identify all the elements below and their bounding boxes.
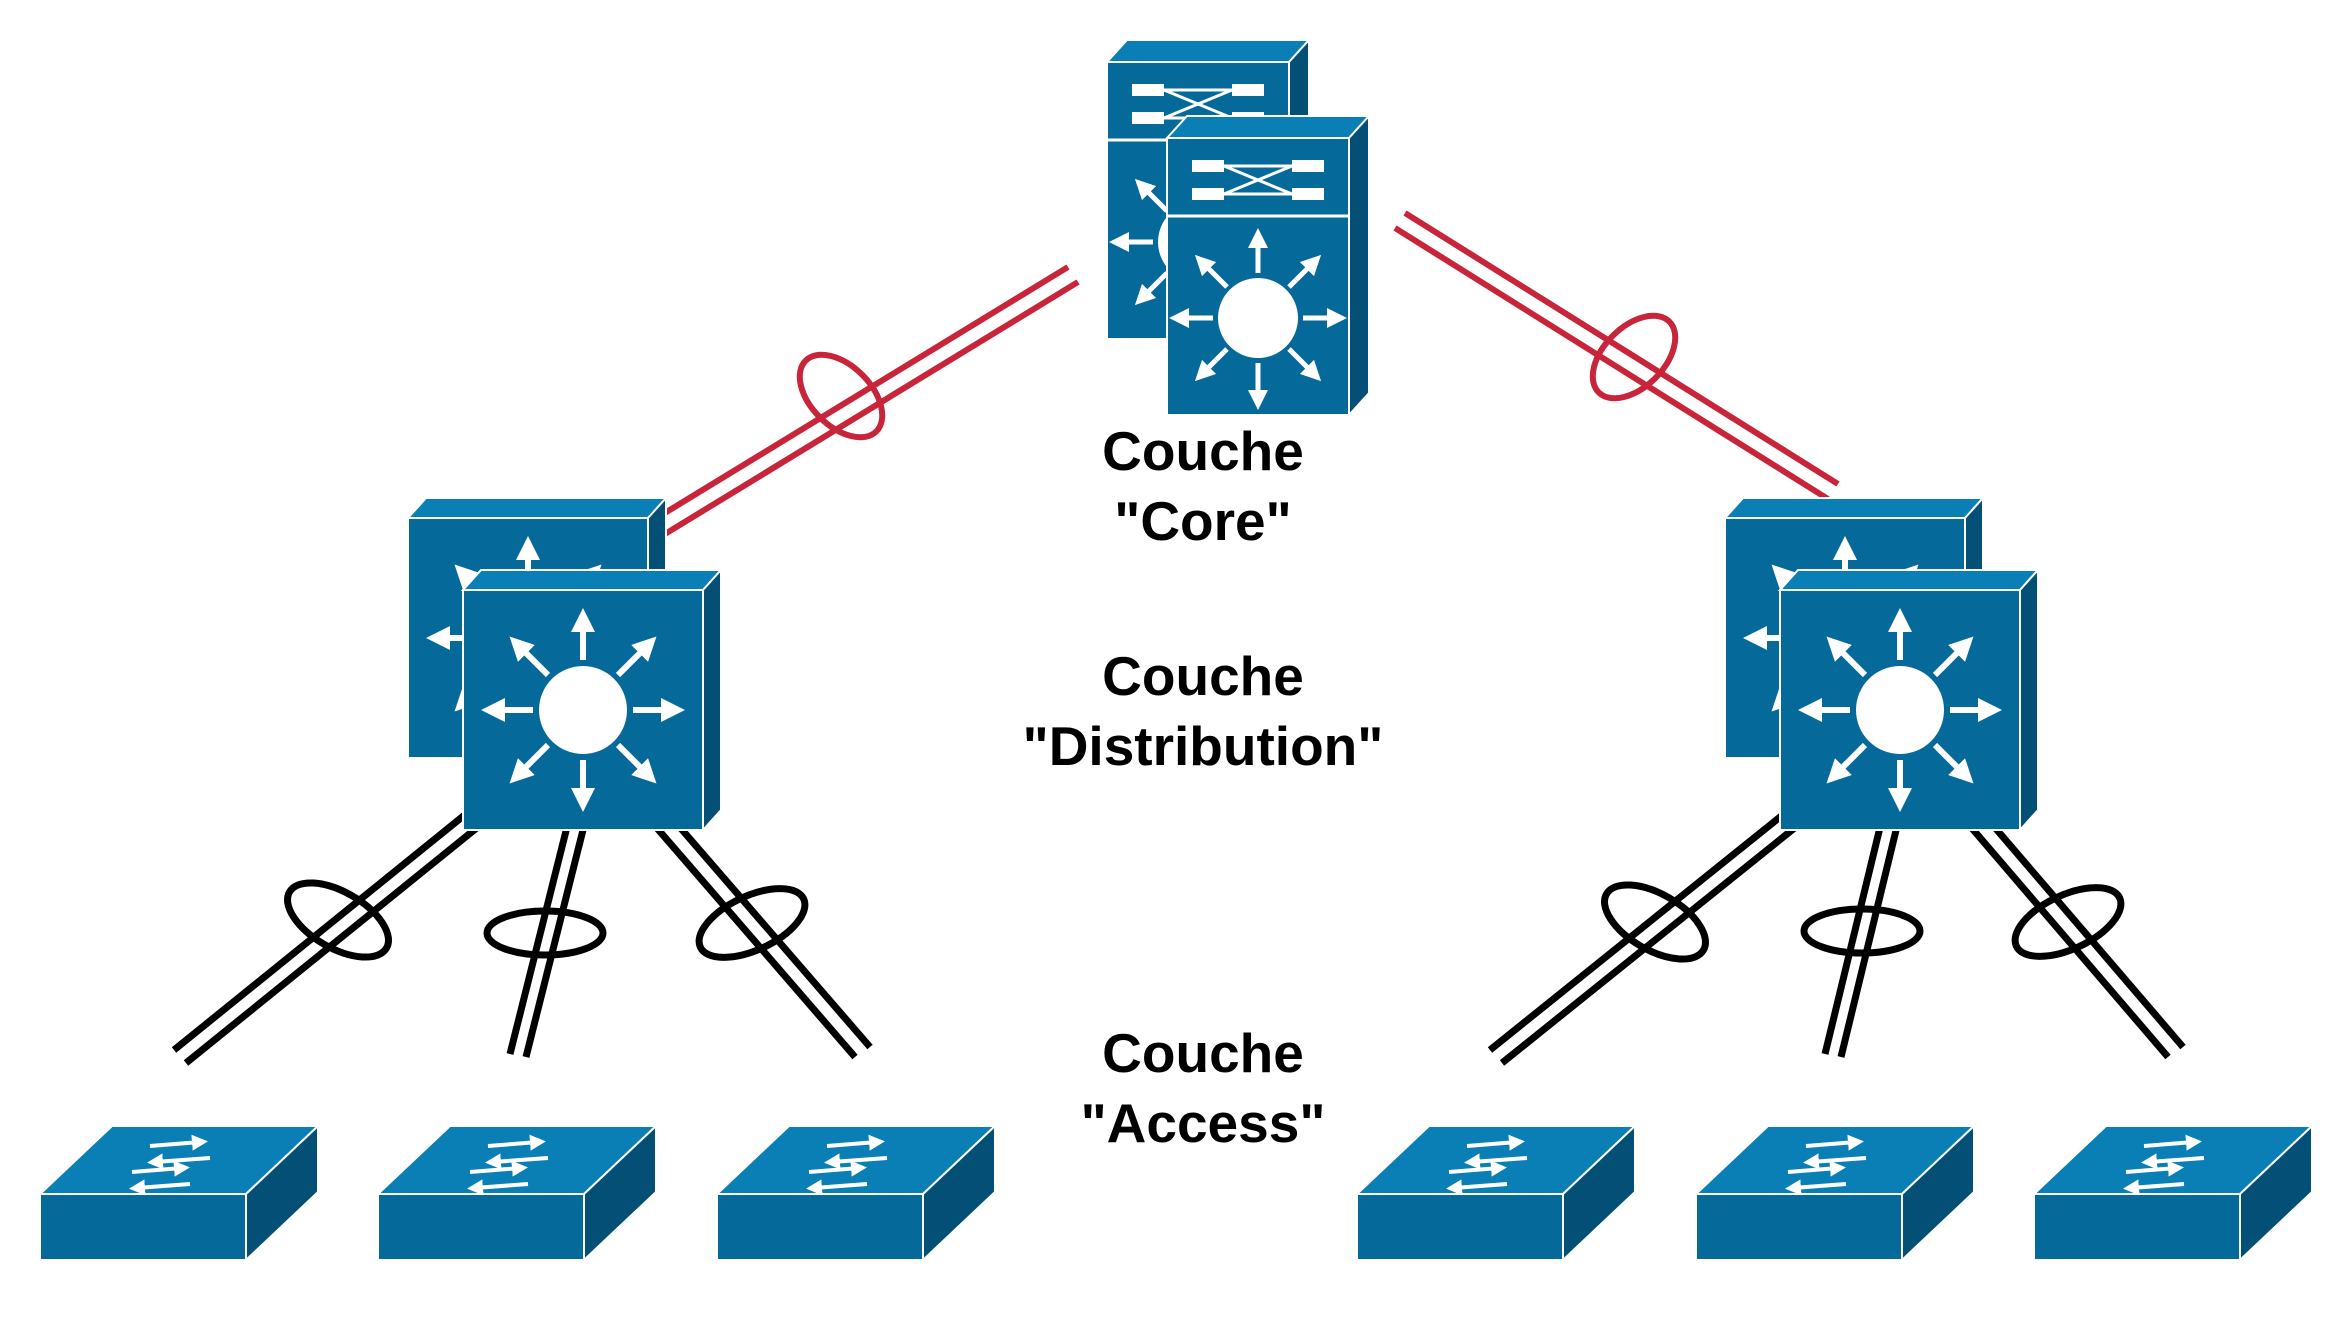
layer-label-access-line1: Couche: [1102, 1022, 1304, 1084]
etherchannel-ellipse-icon: [1601, 881, 1709, 963]
dist-left-to-access-1: [171, 802, 492, 1066]
access-4: [1357, 1126, 1635, 1260]
etherchannel-ellipse-icon: [2011, 884, 2125, 960]
dist-right-to-access-4: [1487, 802, 1810, 1066]
layer-label-access-line2: "Access": [1081, 1092, 1326, 1154]
access-3: [717, 1126, 995, 1260]
layer-label-distribution-line1: Couche: [1102, 645, 1304, 707]
layer-label-core-line2: "Core": [1114, 490, 1291, 552]
dist-right-to-access-6: [1955, 799, 2186, 1060]
core-switch-front: [1167, 116, 1369, 415]
access-5: [1696, 1126, 1974, 1260]
dist-right-to-access-5: [1800, 814, 1924, 1058]
core-to-distribution-left: [653, 264, 1080, 537]
core-to-distribution-right: [1393, 210, 1840, 502]
access-1: [40, 1126, 318, 1260]
distribution-left-front: [463, 570, 721, 830]
layer-label-access: Couche "Access": [1081, 1022, 1326, 1154]
access-6: [2034, 1126, 2312, 1260]
layer-label-core: Couche "Core": [1102, 420, 1304, 552]
etherchannel-ellipse-icon: [796, 351, 886, 441]
links-group: [171, 210, 2186, 1066]
etherchannel-ellipse-icon: [483, 907, 607, 959]
etherchannel-ellipse-icon: [695, 885, 809, 961]
etherchannel-ellipse-icon: [1800, 905, 1924, 957]
etherchannel-ellipse-icon: [1589, 312, 1679, 402]
layer-label-distribution-line2: "Distribution": [1023, 715, 1384, 777]
access-2: [378, 1126, 656, 1260]
core-layer-devices: [1107, 40, 1369, 415]
etherchannel-ellipse-icon: [284, 879, 392, 961]
dist-left-to-access-2: [483, 814, 607, 1058]
layer-label-core-line1: Couche: [1102, 420, 1304, 482]
layer-label-distribution: Couche "Distribution": [1023, 645, 1384, 777]
dist-left-to-access-3: [640, 799, 873, 1060]
distribution-right-front: [1780, 570, 2038, 830]
